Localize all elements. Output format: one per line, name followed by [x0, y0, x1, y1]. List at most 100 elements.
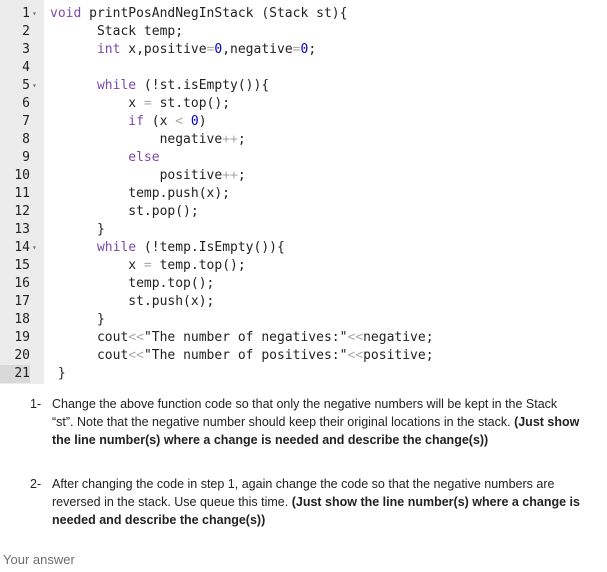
code-token — [50, 78, 97, 93]
line-number: 6 — [22, 96, 30, 111]
code-token: while — [96, 78, 137, 93]
code-token: (x — [143, 114, 176, 129]
line-number: 1 — [22, 6, 30, 21]
code-line: 15 x = temp.top(); — [0, 257, 607, 275]
code-token: temp.top(); — [50, 276, 215, 291]
code-token: 0 — [190, 114, 199, 129]
code-token: (!st.isEmpty()){ — [136, 78, 270, 93]
code-token: positive; — [363, 348, 434, 363]
code-text: st.push(x); — [50, 293, 214, 311]
code-token — [50, 240, 97, 255]
line-number: 9 — [22, 150, 30, 165]
code-token: } — [50, 366, 66, 381]
code-token: x,positive — [120, 42, 207, 57]
line-number: 10 — [14, 168, 30, 183]
question-number: 2- — [30, 477, 42, 491]
code-token: Stack temp; — [50, 24, 184, 39]
line-number: 11 — [14, 186, 30, 201]
code-token: = — [143, 258, 152, 273]
code-token: ++ — [222, 168, 238, 183]
code-line: 6 x = st.top(); — [0, 95, 607, 113]
code-token: x — [50, 258, 144, 273]
code-token: = — [292, 42, 301, 57]
code-token: st.pop(); — [50, 204, 199, 219]
code-token — [183, 114, 191, 129]
question-body: After changing the code in step 1, again… — [52, 477, 555, 509]
line-number: 17 — [14, 294, 30, 309]
code-token: negative; — [363, 330, 434, 345]
code-text: negative++; — [50, 131, 246, 149]
code-token — [50, 114, 128, 129]
code-token: printPosAndNegInStack (Stack st){ — [81, 6, 348, 21]
code-token: "The number of negatives:" — [143, 330, 348, 345]
code-token: << — [128, 348, 144, 363]
code-token: while — [96, 240, 137, 255]
code-line: 16 temp.top(); — [0, 275, 607, 293]
line-number: 5 — [22, 78, 30, 93]
code-token: cout — [50, 348, 129, 363]
code-line: 11 temp.push(x); — [0, 185, 607, 203]
code-text: while (!temp.IsEmpty()){ — [50, 239, 285, 257]
code-token: ,negative — [222, 42, 293, 57]
line-number: 3 — [22, 42, 30, 57]
code-token: << — [347, 348, 364, 363]
code-line: 2 Stack temp; — [0, 23, 607, 41]
answer-field[interactable]: Your answer — [3, 552, 75, 567]
code-token: ; — [237, 132, 246, 147]
question-body: Change the above function code so that o… — [52, 397, 558, 429]
code-line: 20 cout<<"The number of positives:"<<pos… — [0, 347, 607, 365]
code-token: else — [128, 150, 160, 165]
code-line: 7 if (x < 0) — [0, 113, 607, 131]
line-number: 14 — [14, 240, 30, 255]
line-number-gutter — [0, 0, 44, 384]
code-token: void — [50, 6, 82, 21]
code-line: 4 — [0, 59, 607, 77]
line-number: 2 — [22, 24, 30, 39]
code-token: temp.top(); — [151, 258, 246, 273]
code-text: temp.push(x); — [50, 185, 230, 203]
code-text: int x,positive=0,negative=0; — [50, 41, 316, 59]
code-token: "The number of positives:" — [143, 348, 348, 363]
code-line: 3 int x,positive=0,negative=0; — [0, 41, 607, 59]
code-token: int — [96, 42, 121, 57]
code-text: cout<<"The number of negatives:"<<negati… — [50, 329, 434, 347]
line-number: 13 — [14, 222, 30, 237]
code-line: 10 positive++; — [0, 167, 607, 185]
code-line: 17 st.push(x); — [0, 293, 607, 311]
code-text: x = st.top(); — [50, 95, 230, 113]
code-token: x — [50, 96, 144, 111]
code-text: x = temp.top(); — [50, 257, 246, 275]
question-text: Change the above function code so that o… — [52, 395, 582, 449]
fold-arrow-icon[interactable]: ▾ — [32, 81, 37, 90]
code-token — [50, 42, 97, 57]
fold-arrow-icon[interactable]: ▾ — [32, 9, 37, 18]
code-token: positive — [50, 168, 223, 183]
code-text: temp.top(); — [50, 275, 214, 293]
line-number: 4 — [22, 60, 30, 75]
code-token: << — [347, 330, 364, 345]
code-token: ++ — [222, 132, 238, 147]
code-token: ; — [308, 42, 317, 57]
code-editor: 1▾void printPosAndNegInStack (Stack st){… — [0, 0, 607, 384]
line-number: 16 — [14, 276, 30, 291]
code-token: if — [128, 114, 144, 129]
code-token: ) — [198, 114, 207, 129]
line-number: 19 — [14, 330, 30, 345]
code-line: 18 } — [0, 311, 607, 329]
code-text: cout<<"The number of positives:"<<positi… — [50, 347, 434, 365]
code-line: 19 cout<<"The number of negatives:"<<neg… — [0, 329, 607, 347]
code-text: } — [50, 365, 66, 383]
code-token: < — [175, 114, 184, 129]
code-text: Stack temp; — [50, 23, 183, 41]
question-number: 1- — [30, 397, 42, 411]
code-line: 9 else — [0, 149, 607, 167]
fold-arrow-icon[interactable]: ▾ — [32, 243, 37, 252]
code-token: } — [50, 312, 105, 327]
code-text: else — [50, 149, 160, 167]
line-number: 21 — [0, 365, 30, 383]
code-line: 14▾ while (!temp.IsEmpty()){ — [0, 239, 607, 257]
code-token: << — [128, 330, 144, 345]
code-token: negative — [50, 132, 223, 147]
code-token: temp.push(x); — [50, 186, 231, 201]
code-text: if (x < 0) — [50, 113, 207, 131]
